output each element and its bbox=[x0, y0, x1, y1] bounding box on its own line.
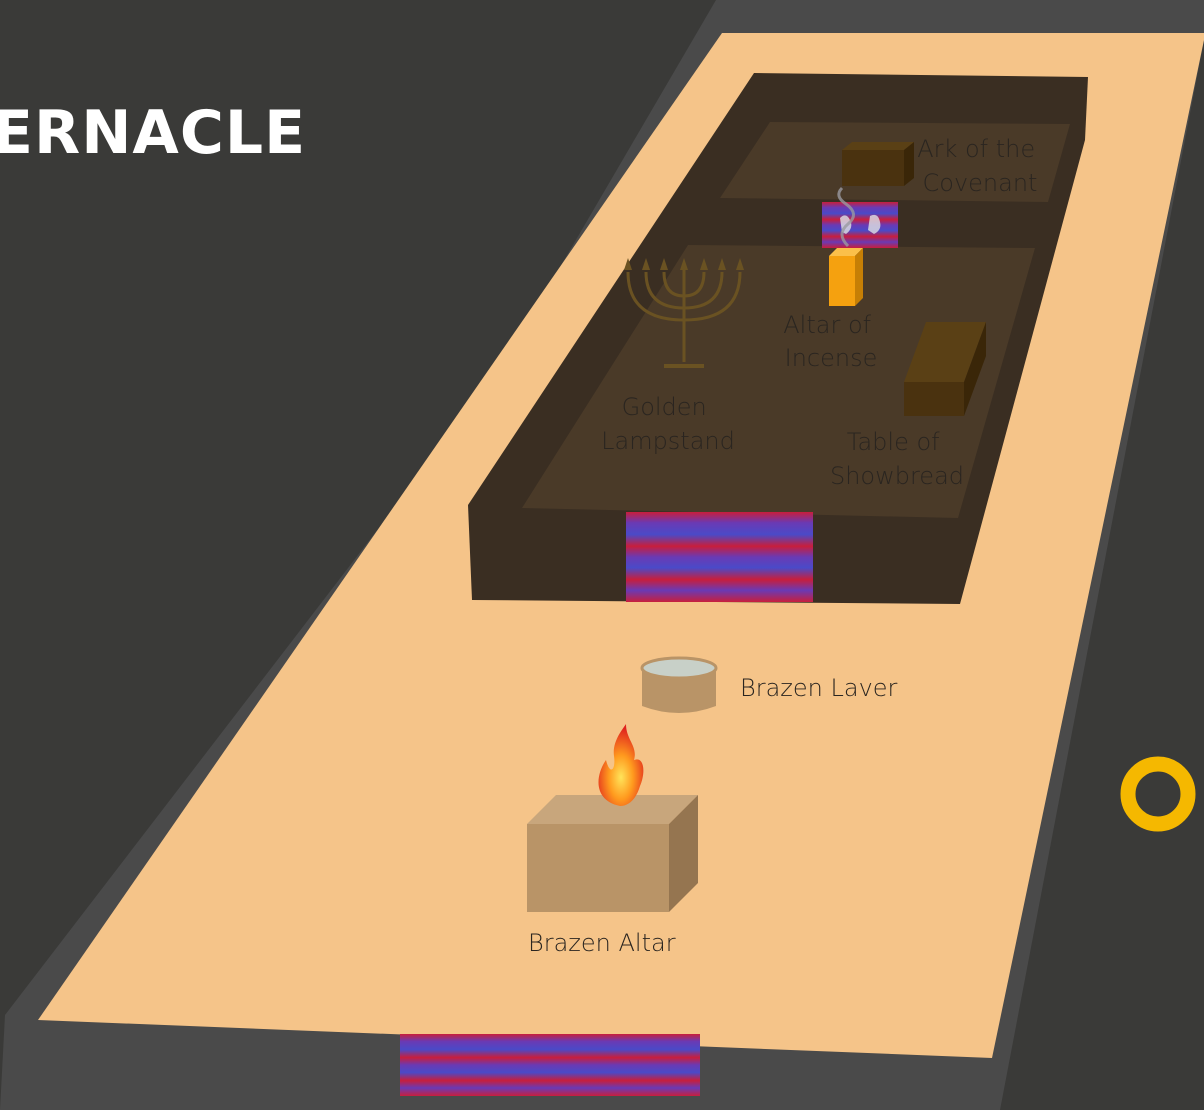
laver-label: Brazen Laver bbox=[740, 674, 898, 702]
brazen-altar bbox=[527, 795, 698, 912]
altar-of-incense bbox=[829, 248, 863, 306]
incense-label-line2: Incense bbox=[785, 344, 878, 372]
accent-ring bbox=[1120, 756, 1196, 832]
showbread-label-line1: Table of bbox=[847, 428, 940, 456]
table-of-showbread bbox=[904, 322, 986, 416]
altar-fire bbox=[598, 724, 644, 806]
ark-label: Ark of the Covenant bbox=[917, 135, 1043, 197]
golden-lampstand bbox=[624, 258, 744, 368]
lampstand-label: Golden Lampstand bbox=[601, 393, 735, 455]
brazen-laver bbox=[640, 656, 718, 713]
incense-smoke bbox=[837, 186, 855, 248]
tent-door-curtain bbox=[626, 512, 813, 602]
showbread-label-line2: Showbread bbox=[830, 462, 964, 490]
incense-label-line1: Altar of bbox=[783, 311, 871, 339]
lampstand-label-line1: Golden bbox=[622, 393, 707, 421]
incense-label: Altar of Incense bbox=[783, 311, 878, 372]
courtyard-gate-curtain bbox=[400, 1034, 700, 1096]
altar-label: Brazen Altar bbox=[528, 929, 676, 957]
veil-curtain bbox=[822, 202, 898, 248]
lampstand-label-line2: Lampstand bbox=[601, 427, 735, 455]
ark-label-line1: Ark of the bbox=[917, 135, 1035, 163]
page-title: ERNACLE bbox=[0, 98, 307, 168]
ark-label-line2: Covenant bbox=[923, 169, 1038, 197]
ark-of-the-covenant bbox=[842, 142, 914, 186]
showbread-label: Table of Showbread bbox=[830, 428, 964, 490]
